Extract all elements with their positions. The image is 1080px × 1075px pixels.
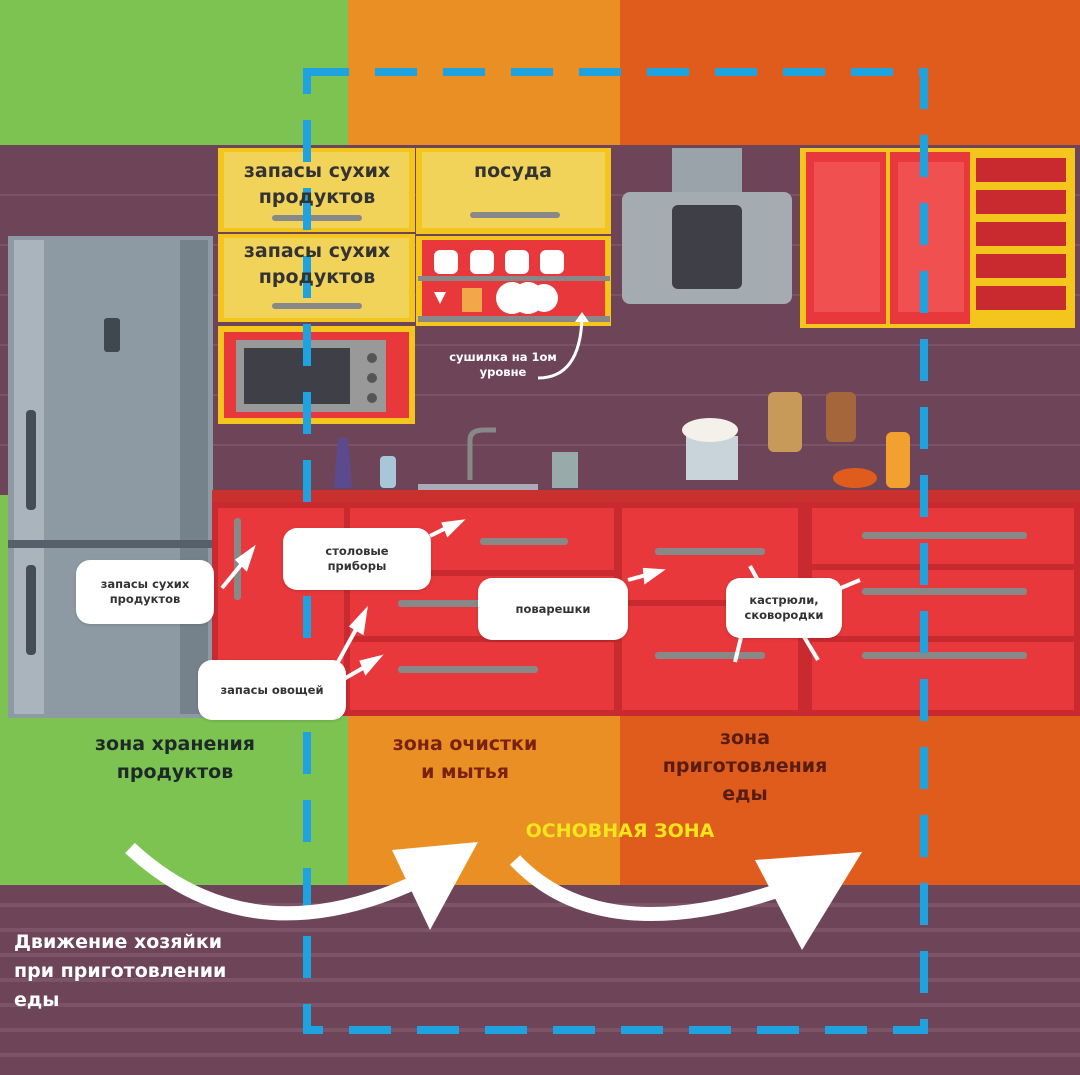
bubble-pots: кастрюли, сковородки (726, 578, 842, 638)
bubble-dry-goods: запасы сухих продуктов (76, 560, 214, 624)
dishes-cabinet (416, 148, 611, 326)
floor-stripes (0, 903, 1080, 1057)
bubble-vegetables: запасы овощей (198, 660, 346, 720)
cleaning-zone-label: зона очистки и мытья (392, 733, 538, 783)
range-hood (622, 148, 792, 304)
upper-cabinets-right (800, 148, 1075, 328)
counter-items (334, 392, 910, 492)
bubble-ladles: поварешки (478, 578, 628, 640)
dry-goods-label-1: запасы сухих продуктов (243, 160, 391, 208)
movement-note: Движение хозяйки при приготовлении еды (14, 931, 227, 1011)
countertop (212, 490, 1080, 502)
dry-goods-label-2: запасы сухих продуктов (243, 240, 391, 288)
movement-arrows (125, 842, 783, 921)
dishes-label: посуда (474, 160, 552, 182)
cooking-zone-label: зона приготовления еды (662, 727, 828, 805)
dryer-note: сушилка на 1ом уровне (449, 350, 557, 379)
storage-zone-label: зона хранения продуктов (95, 733, 255, 783)
bubble-cutlery: столовые приборы (283, 528, 431, 590)
arrow-heads (392, 842, 862, 950)
fridge (8, 236, 213, 718)
dryer-arrow (537, 317, 584, 380)
main-zone-label: ОСНОВНАЯ ЗОНА (525, 820, 715, 842)
upper-cabinets-left (218, 148, 415, 424)
